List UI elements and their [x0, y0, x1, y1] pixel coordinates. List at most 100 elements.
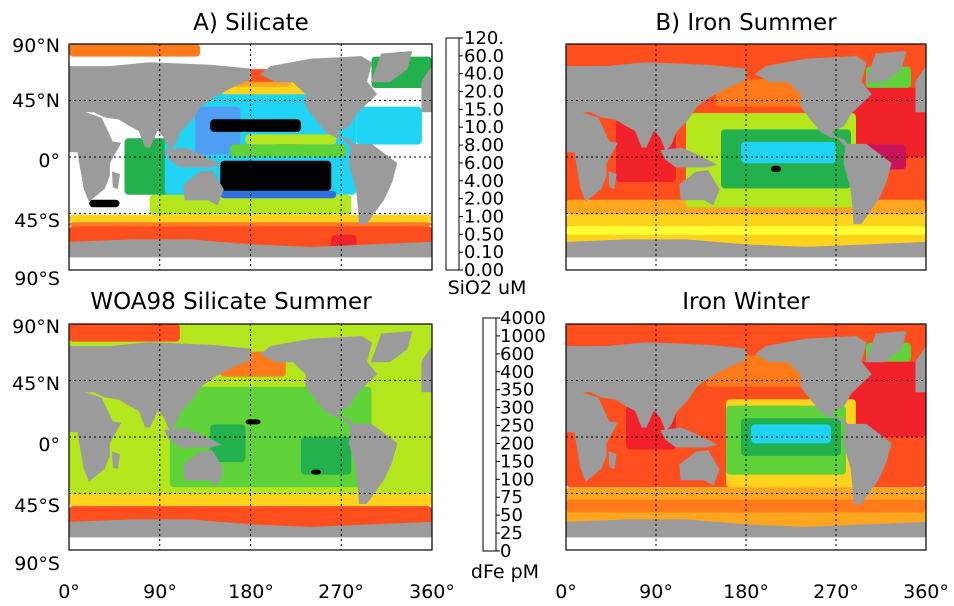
data-region — [300, 437, 352, 475]
land-madagascar — [111, 451, 120, 470]
land-india — [136, 406, 159, 428]
data-region — [220, 190, 337, 199]
data-region — [771, 165, 781, 173]
y-tick-label: 90°N — [12, 316, 60, 338]
colorbar-label: 0.50 — [464, 224, 504, 245]
panel-c-title: WOA98 Silicate Summer — [90, 289, 372, 315]
colorbar-label: 0.00 — [464, 260, 504, 281]
x-tick-label: 270° — [318, 581, 364, 603]
colorbar-label: 40.0 — [464, 64, 504, 85]
y-tick-label: 90°N — [12, 35, 60, 57]
panel-content — [69, 44, 432, 270]
panel-content — [566, 44, 926, 270]
data-region — [716, 79, 806, 107]
data-region — [245, 134, 337, 145]
land-australia — [679, 450, 720, 486]
x-tick-label: 0° — [555, 581, 577, 603]
data-region — [230, 144, 347, 157]
land-north-america — [755, 56, 872, 133]
y-tick-label: 0° — [38, 434, 60, 456]
x-tick-label: 360° — [903, 581, 949, 603]
colorbar-frame — [482, 317, 497, 552]
land-eurasia — [566, 62, 747, 152]
y-tick-label: 45°N — [12, 90, 60, 112]
y-tick-label: 45°S — [14, 210, 60, 232]
colorbar-label: 150 — [500, 451, 534, 472]
land-madagascar — [608, 451, 617, 470]
land-greenland — [370, 330, 413, 363]
panel-d-iron-winter-map — [565, 323, 927, 551]
sio2-colorbar-unit: SiO2 uM — [448, 277, 527, 299]
colorbar-label: 60.0 — [464, 46, 504, 67]
data-region — [311, 469, 322, 475]
x-axis-right: 0° 90° 180° 270° 360° — [555, 581, 949, 603]
data-region — [210, 424, 246, 463]
panel-d-title: Iron Winter — [682, 289, 810, 315]
land-eurasia — [566, 342, 747, 432]
land-europe-west — [915, 345, 926, 393]
panel-content — [69, 324, 432, 550]
dfe-colorbar-unit: dFe pM — [471, 561, 539, 583]
land-north-america — [259, 56, 378, 133]
land-maritime-se-asia — [660, 427, 718, 448]
land-australia — [183, 170, 224, 206]
panel-b-title: B) Iron Summer — [655, 10, 837, 36]
data-region — [220, 160, 332, 191]
land-central-america — [325, 411, 356, 429]
colorbar-label: 2.00 — [464, 189, 504, 210]
colorbar-label: 100 — [500, 469, 534, 490]
land-central-america — [325, 131, 356, 149]
x-tick-label: 180° — [723, 581, 769, 603]
land-greenland — [865, 50, 907, 83]
x-tick-label: 0° — [58, 581, 80, 603]
land-maritime-se-asia — [660, 147, 718, 168]
colorbar-label: 200 — [500, 434, 534, 455]
panel-frame — [68, 323, 433, 551]
colorbar-label: 0.10 — [464, 242, 504, 263]
colorbar-label: 120. — [464, 28, 504, 49]
colorbar-label: 4.00 — [464, 171, 504, 192]
data-region — [69, 44, 201, 57]
data-region — [751, 424, 831, 444]
y-tick-label: 0° — [38, 150, 60, 172]
data-region — [356, 106, 422, 145]
land-madagascar — [608, 171, 617, 190]
land-india — [633, 126, 655, 148]
colorbar-label: 4000 — [500, 308, 546, 329]
land-maritime-se-asia — [163, 427, 222, 448]
land-eurasia — [69, 342, 251, 432]
land-madagascar — [111, 171, 120, 190]
colorbar-label: 50 — [500, 505, 523, 526]
data-region — [846, 87, 926, 157]
y-axis-top: 90°N 45°N 0° 45°S 90°S — [12, 35, 60, 290]
land-greenland — [370, 50, 413, 83]
land-india — [136, 126, 159, 148]
data-region — [741, 141, 836, 164]
land-africa — [69, 109, 122, 202]
data-region — [245, 419, 261, 425]
colorbar-label: 6.00 — [464, 153, 504, 174]
land-south-america — [348, 423, 398, 504]
data-region — [69, 324, 180, 342]
land-india — [633, 406, 655, 428]
panel-frame — [68, 43, 433, 271]
colorbar-frame — [445, 37, 460, 271]
land-north-america — [259, 336, 378, 413]
panel-c-woa98-silicate-map — [68, 323, 433, 551]
x-tick-label: 90° — [143, 581, 177, 603]
sio2-colorbar: 120.60.040.020.015.010.08.006.004.002.00… — [445, 28, 504, 281]
land-eurasia — [69, 62, 251, 152]
land-maritime-se-asia — [163, 147, 222, 168]
land-greenland — [865, 330, 907, 363]
colorbar-label: 0 — [500, 541, 511, 562]
colorbar-label: 1.00 — [464, 207, 504, 228]
colorbar-label: 25 — [500, 523, 523, 544]
land-south-america — [348, 143, 398, 224]
x-tick-label: 90° — [639, 581, 673, 603]
colorbar-label: 400 — [500, 362, 534, 383]
y-tick-label: 45°S — [14, 495, 60, 517]
colorbar-label: 600 — [500, 344, 534, 365]
panel-frame — [565, 43, 927, 271]
land-central-america — [820, 411, 851, 429]
